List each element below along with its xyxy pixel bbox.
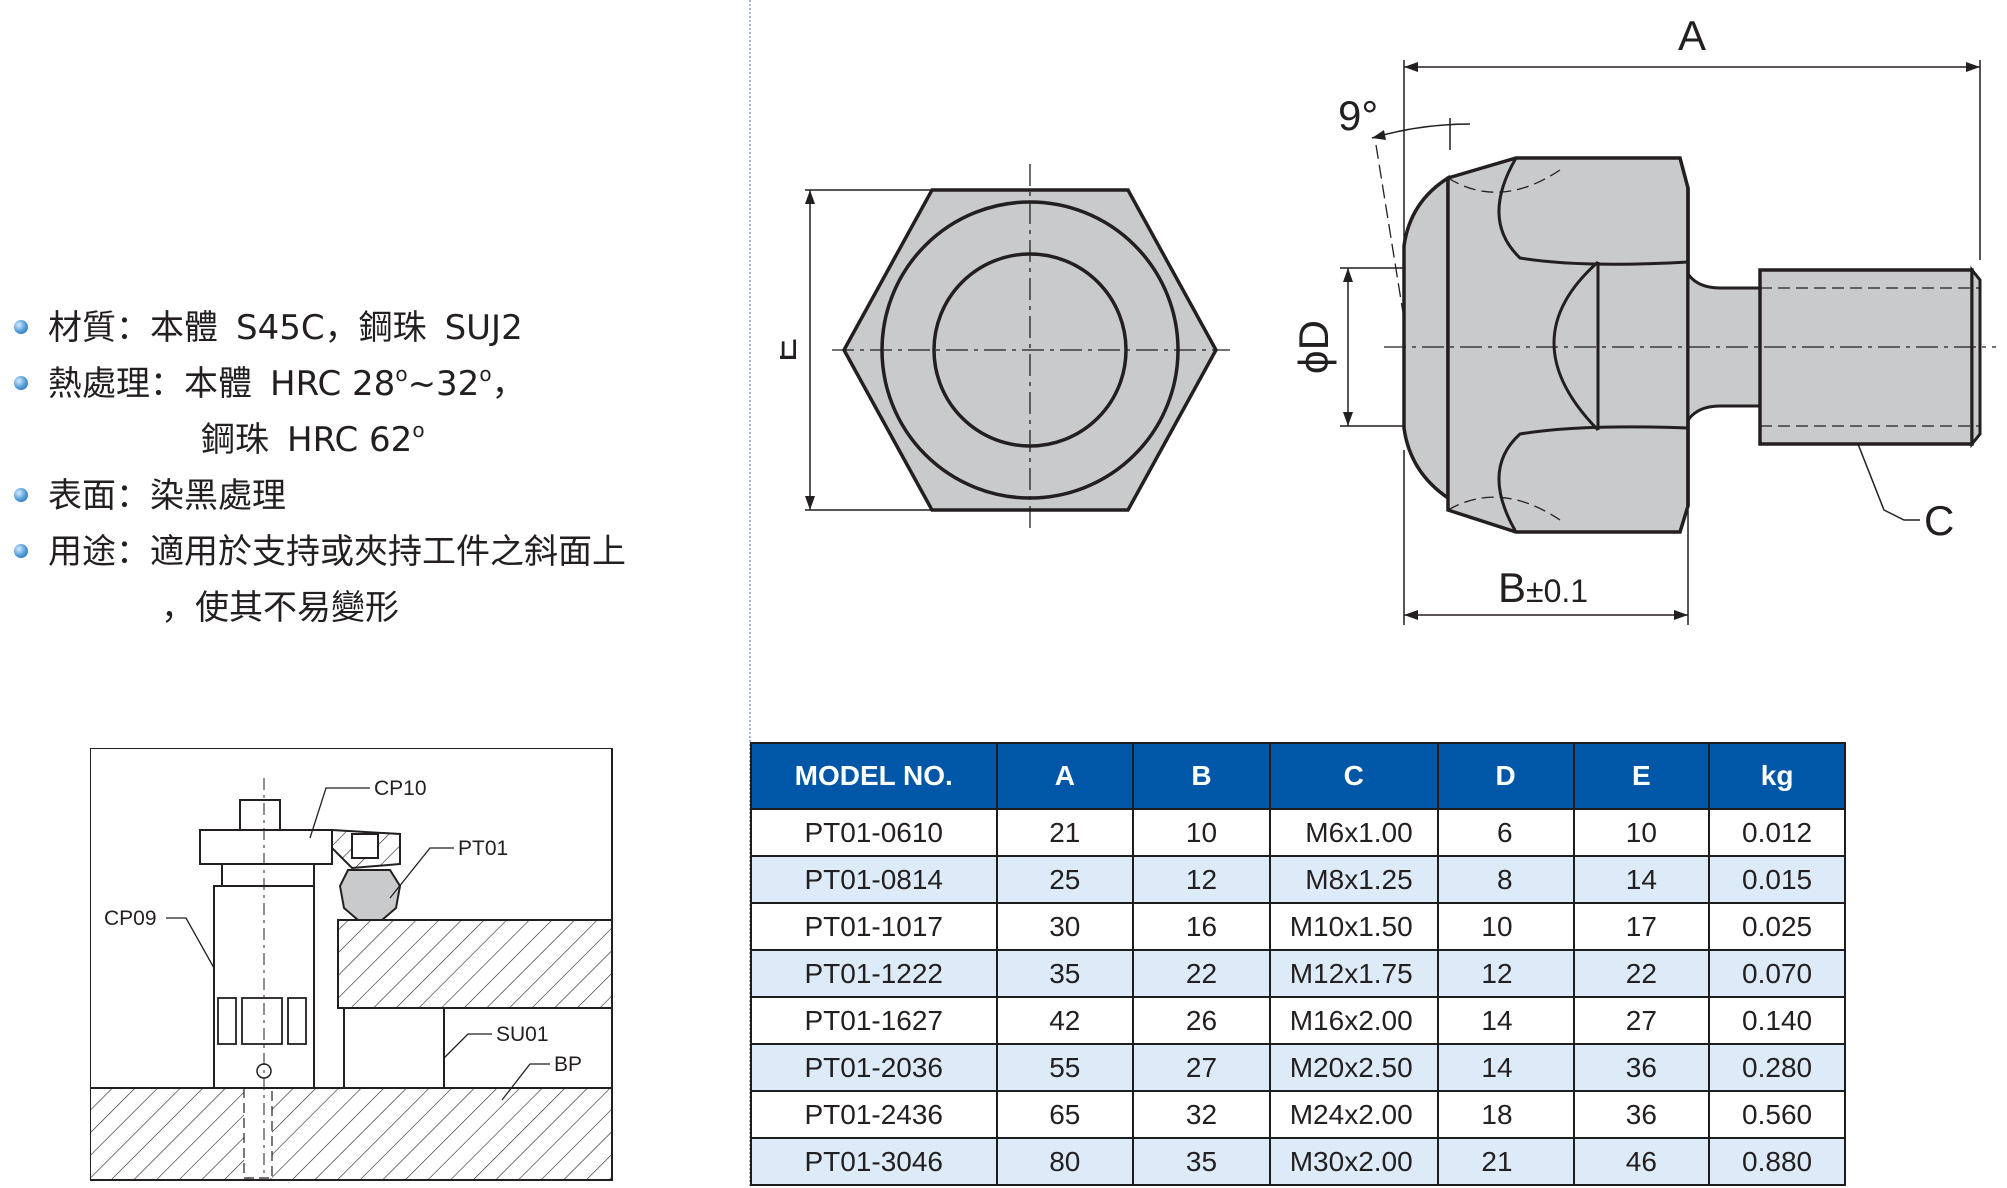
label-cp10: CP10 <box>374 777 427 800</box>
col-kg: kg <box>1708 742 1846 810</box>
spec-usage-cont: ，使其不易變形 <box>161 588 399 628</box>
col-model-no: MODEL NO. <box>750 742 998 810</box>
bullet-icon <box>14 320 28 334</box>
side-view-drawing: A 9° ϕD B±0.1 C <box>1290 12 1996 625</box>
spec-usage: 用途：適用於支持或夾持工件之斜面上 <box>8 524 626 580</box>
label-pt01: PT01 <box>458 837 508 860</box>
dim-c-label: C <box>1924 497 1954 544</box>
bullet-icon <box>14 376 28 390</box>
dim-e-label: E <box>780 338 804 362</box>
label-bp: BP <box>554 1053 582 1076</box>
dim-d-label: ϕD <box>1290 320 1337 374</box>
col-e: E <box>1572 742 1711 810</box>
bullet-icon <box>14 488 28 502</box>
col-b: B <box>1132 742 1271 810</box>
assembly-diagram: CP10 PT01 CP09 SU01 BP <box>90 748 613 1181</box>
table-header-row: MODEL NO. A B C D E kg <box>750 742 1846 810</box>
dim-b-label: B±0.1 <box>1498 564 1588 611</box>
col-a: A <box>995 742 1135 810</box>
col-d: D <box>1436 742 1575 810</box>
bullet-icon <box>14 544 28 558</box>
angle-label: 9° <box>1338 92 1378 139</box>
dim-a-label: A <box>1678 12 1706 59</box>
label-cp09: CP09 <box>104 907 157 930</box>
column-divider <box>749 0 751 1186</box>
spec-surface: 表面：染黑處理 <box>8 468 626 524</box>
label-su01: SU01 <box>496 1023 549 1046</box>
hex-end-view-drawing: E <box>780 164 1230 534</box>
col-c: C <box>1268 742 1439 810</box>
